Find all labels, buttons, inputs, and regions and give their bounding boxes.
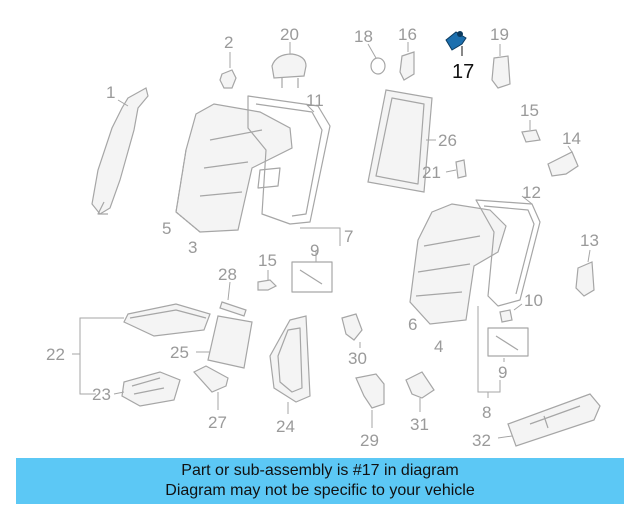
part-19-cover bbox=[491, 55, 511, 89]
callout-12: 12 bbox=[522, 183, 541, 202]
part-13-trim bbox=[575, 261, 595, 297]
callout-20: 20 bbox=[280, 25, 299, 44]
part-16-bracket bbox=[399, 51, 415, 81]
callout-13: 13 bbox=[580, 231, 599, 250]
callout-14: 14 bbox=[562, 129, 581, 148]
callout-22: 22 bbox=[46, 345, 65, 364]
callout-25: 25 bbox=[170, 343, 189, 362]
part-17-bolt-highlighted bbox=[445, 31, 467, 51]
callout-15b: 15 bbox=[258, 251, 277, 270]
part-4-seat-back-right bbox=[409, 203, 507, 325]
callout-30: 30 bbox=[348, 349, 367, 368]
part-27-strip bbox=[193, 365, 229, 393]
callout-4: 4 bbox=[434, 337, 443, 356]
part-12-frame-right bbox=[475, 199, 541, 307]
callout-26: 26 bbox=[438, 131, 457, 150]
callout-5: 5 bbox=[162, 219, 171, 238]
callout-1: 1 bbox=[106, 83, 115, 102]
callout-28: 28 bbox=[218, 265, 237, 284]
part-26-panel bbox=[367, 89, 433, 193]
info-banner: Part or sub-assembly is #17 in diagram D… bbox=[16, 458, 624, 504]
callout-24: 24 bbox=[276, 417, 295, 436]
callout-11: 11 bbox=[306, 91, 324, 110]
callout-15a: 15 bbox=[520, 101, 539, 120]
callout-18: 18 bbox=[354, 27, 373, 46]
part-25-pad bbox=[207, 315, 253, 369]
callout-16: 16 bbox=[398, 25, 417, 44]
part-21-pin bbox=[455, 159, 467, 179]
banner-line-1: Part or sub-assembly is #17 in diagram bbox=[181, 462, 459, 479]
part-14-bracket bbox=[547, 151, 579, 177]
callout-17: 17 bbox=[452, 61, 474, 83]
part-22-cushion bbox=[123, 303, 211, 337]
part-20-headrest bbox=[271, 53, 307, 88]
callout-27: 27 bbox=[208, 413, 227, 432]
callout-29: 29 bbox=[360, 431, 379, 450]
callout-23: 23 bbox=[92, 385, 111, 404]
callout-10: 10 bbox=[524, 291, 543, 310]
callout-31: 31 bbox=[410, 415, 429, 434]
callout-32: 32 bbox=[472, 431, 491, 450]
callout-2: 2 bbox=[224, 33, 233, 52]
part-15-bolt-left bbox=[257, 279, 278, 291]
banner-line-2: Diagram may not be specific to your vehi… bbox=[165, 482, 475, 499]
callout-21: 21 bbox=[422, 163, 441, 182]
callout-9a: 9 bbox=[310, 241, 319, 260]
part-15-bolt-right bbox=[521, 129, 541, 143]
callout-9b: 9 bbox=[498, 363, 507, 382]
part-3-seat-back-left bbox=[175, 103, 293, 233]
callout-7: 7 bbox=[344, 227, 353, 246]
part-2-clip bbox=[219, 69, 237, 89]
part-10-clip bbox=[499, 309, 513, 323]
part-30-cap bbox=[341, 313, 363, 341]
part-24-armrest bbox=[269, 315, 311, 403]
part-23-base bbox=[121, 371, 181, 407]
part-28-strip bbox=[219, 301, 247, 317]
callout-8: 8 bbox=[482, 403, 491, 422]
part-29-bracket bbox=[355, 373, 385, 409]
callout-3: 3 bbox=[188, 238, 197, 257]
part-1-side-trim bbox=[91, 87, 149, 215]
callout-6: 6 bbox=[408, 315, 417, 334]
parts-diagram: 1 2 3 4 5 6 7 8 9 9 10 11 12 13 14 15 15… bbox=[46, 25, 601, 450]
part-18-ring bbox=[370, 57, 386, 75]
callout-19: 19 bbox=[490, 25, 509, 44]
part-11-frame-left bbox=[247, 95, 331, 225]
part-31-cover bbox=[405, 371, 435, 399]
part-32-long-cover bbox=[507, 393, 601, 447]
